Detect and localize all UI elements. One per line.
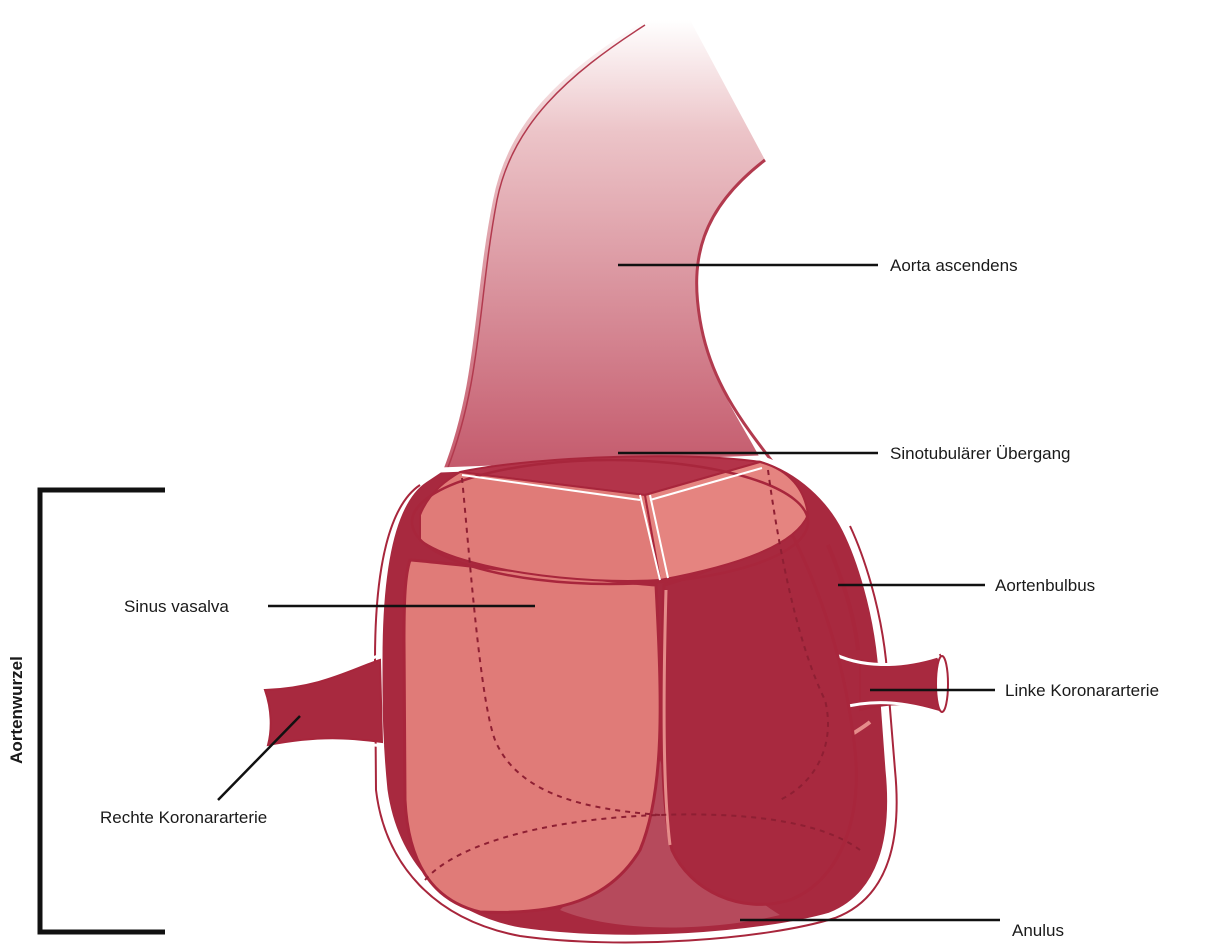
left-cusp-shape (404, 560, 660, 912)
label-rechte-koronararterie: Rechte Koronararterie (100, 808, 267, 828)
label-anulus: Anulus (1012, 921, 1064, 941)
label-sinus-vasalva: Sinus vasalva (124, 597, 229, 617)
leader-rechte-koronararterie (218, 716, 300, 800)
label-linke-koronararterie: Linke Koronararterie (1005, 681, 1159, 701)
label-aortenwurzel: Aortenwurzel (7, 610, 27, 810)
ascending-aorta-shape (440, 20, 765, 470)
label-aorta-ascendens: Aorta ascendens (890, 256, 1018, 276)
label-sinotubular-junction: Sinotubulärer Übergang (890, 444, 1071, 464)
label-aortenbulbus: Aortenbulbus (995, 576, 1095, 596)
aortenwurzel-bracket (40, 490, 165, 932)
left-coronary-ostium (936, 656, 948, 712)
